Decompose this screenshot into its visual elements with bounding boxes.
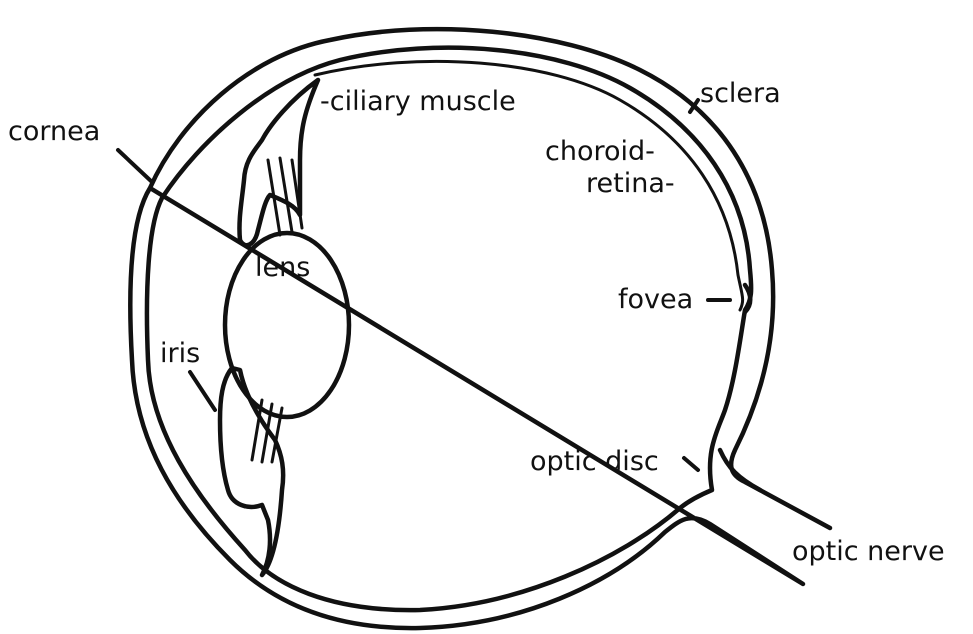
- ciliary-muscle-label: -ciliary muscle: [320, 86, 516, 117]
- optic-disc-label: optic disc: [530, 446, 659, 477]
- retina-label: retina-: [586, 168, 675, 199]
- optic-nerve-sheath: [720, 450, 760, 490]
- choroid-inner-wall: [147, 48, 751, 610]
- zonule-fibers-upper: [268, 158, 302, 235]
- lens-label: lens: [255, 252, 310, 283]
- fovea-pit: [745, 285, 750, 312]
- cornea-label: cornea: [8, 116, 100, 147]
- iris-label: iris: [160, 338, 200, 369]
- optic-disc-leader: [684, 458, 698, 470]
- sclera-label: sclera: [700, 78, 781, 109]
- optic-nerve-label: optic nerve: [792, 536, 945, 567]
- choroid-label: choroid-: [545, 136, 655, 167]
- fovea-label: fovea: [618, 284, 693, 315]
- cornea-leader: [118, 150, 152, 182]
- iris-leader: [190, 372, 215, 410]
